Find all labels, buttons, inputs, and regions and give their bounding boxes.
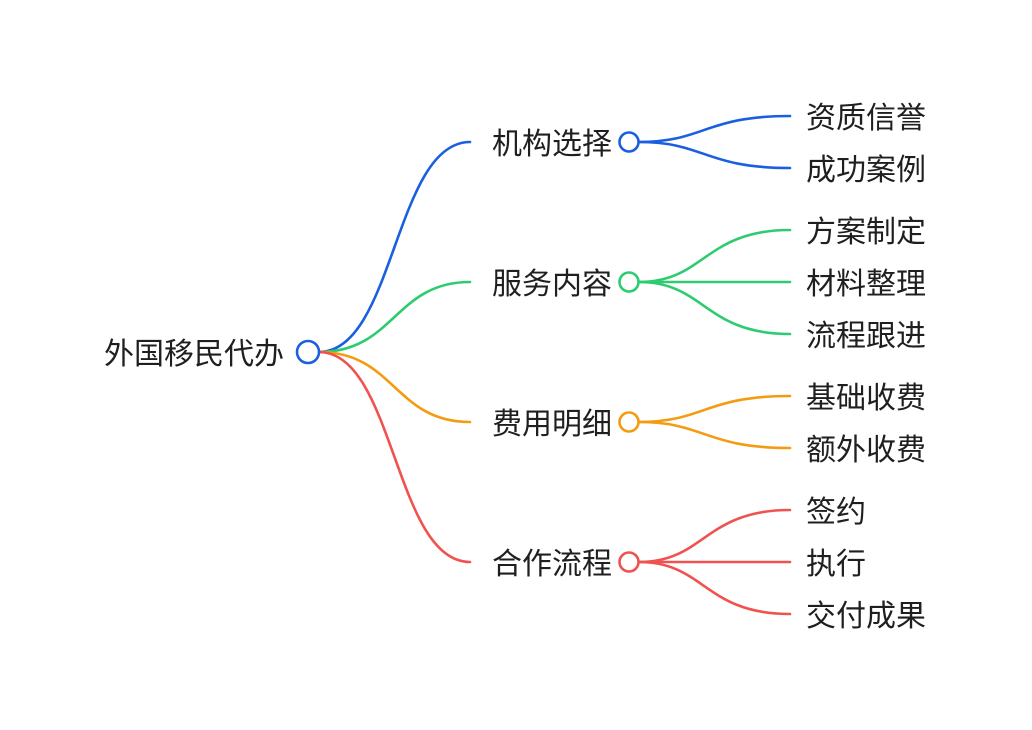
child-label-3-2[interactable]: 交付成果 [806, 599, 926, 634]
branch-knob-2[interactable] [618, 411, 640, 433]
edge-branch-2-child-1 [637, 420, 792, 450]
edge-root-branch-3 [317, 350, 472, 564]
child-label-1-1[interactable]: 材料整理 [806, 267, 926, 302]
edge-branch-0-child-0 [637, 114, 792, 144]
edge-branch-3-child-0 [637, 508, 792, 564]
edge-root-branch-1 [317, 280, 472, 354]
edge-layer [317, 114, 792, 616]
child-label-1-2[interactable]: 流程跟进 [806, 319, 926, 354]
branch-knob-0[interactable] [618, 131, 640, 153]
child-label-3-0[interactable]: 签约 [806, 495, 866, 530]
child-label-3-1[interactable]: 执行 [806, 547, 866, 582]
branch-label-1[interactable]: 服务内容 [492, 267, 612, 302]
branch-label-2[interactable]: 费用明细 [492, 407, 612, 442]
child-label-0-0[interactable]: 资质信誉 [806, 101, 926, 136]
edge-branch-0-child-1 [637, 140, 792, 170]
child-label-2-0[interactable]: 基础收费 [806, 381, 926, 416]
child-label-0-1[interactable]: 成功案例 [806, 153, 926, 188]
branch-knob-1[interactable] [618, 271, 640, 293]
edge-branch-2-child-0 [637, 394, 792, 424]
branch-knob-3[interactable] [618, 551, 640, 573]
root-knob[interactable] [295, 339, 321, 365]
branch-label-3[interactable]: 合作流程 [492, 547, 612, 582]
edge-branch-3-child-2 [637, 560, 792, 616]
edge-branch-1-child-2 [637, 280, 792, 336]
edge-branch-1-child-0 [637, 228, 792, 284]
root-label[interactable]: 外国移民代办 [104, 337, 284, 372]
edge-root-branch-0 [317, 140, 472, 354]
branch-label-0[interactable]: 机构选择 [492, 127, 612, 162]
child-label-1-0[interactable]: 方案制定 [806, 215, 926, 250]
edge-root-branch-2 [317, 350, 472, 424]
child-label-2-1[interactable]: 额外收费 [806, 433, 926, 468]
